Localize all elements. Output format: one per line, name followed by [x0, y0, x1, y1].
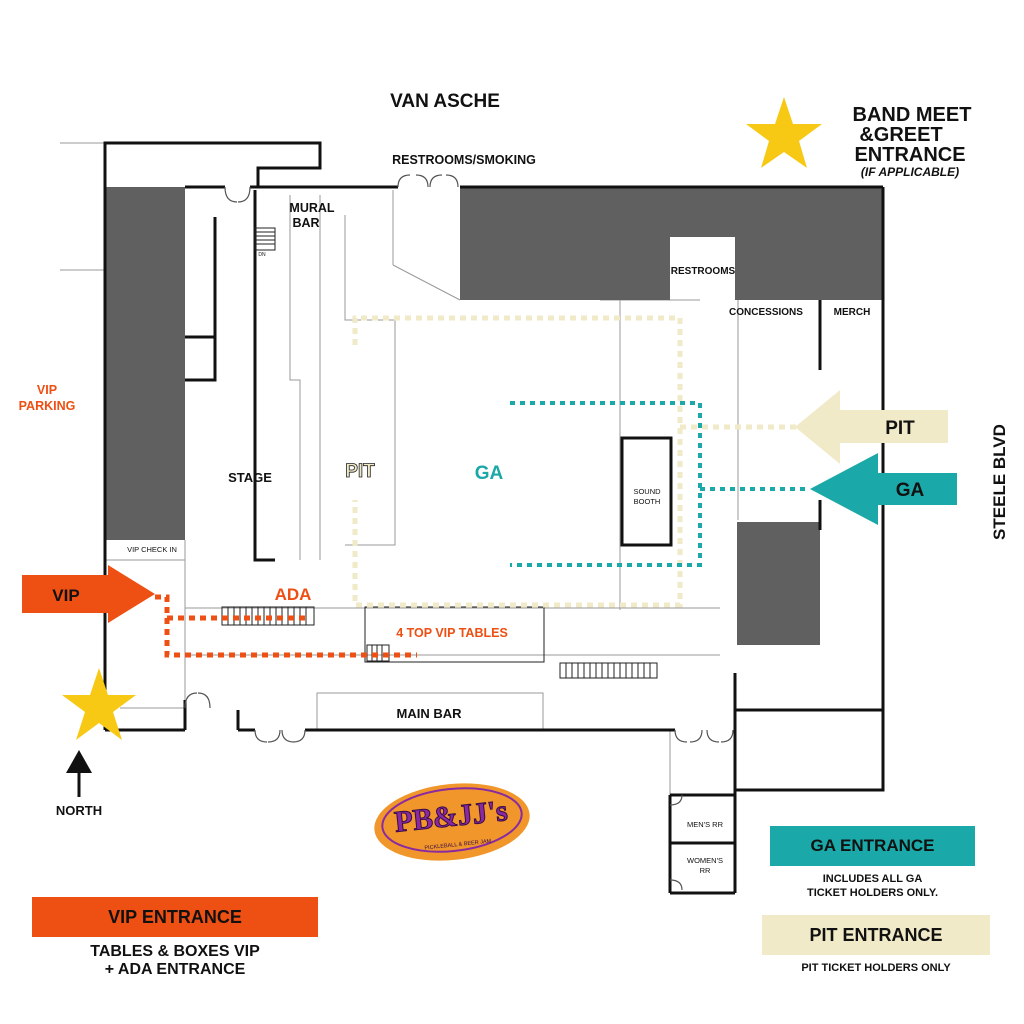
ga-area-label: GA	[475, 463, 504, 484]
pit-entrance-legend-box: PIT ENTRANCE	[762, 915, 990, 955]
doors	[184, 174, 734, 891]
ga-entrance-desc-1: INCLUDES ALL GA	[822, 873, 923, 885]
walls	[103, 141, 885, 895]
restrooms-smoking-label: RESTROOMS/SMOKING	[392, 153, 536, 167]
vip-route	[155, 594, 417, 658]
entrance-arrows	[22, 390, 957, 623]
stage-label: STAGE	[228, 470, 272, 485]
restrooms-label: RESTROOMS	[671, 266, 736, 277]
mural-bar-label-2: BAR	[292, 216, 319, 230]
vip-entrance-desc-2: + ADA ENTRANCE	[104, 961, 246, 978]
band-meet-line-1: BAND MEET	[853, 104, 972, 126]
entrance-star-icon	[62, 668, 136, 740]
ga-entrance-desc-2: TICKET HOLDERS ONLY.	[807, 887, 938, 899]
band-meet-line-3: ENTRANCE	[854, 144, 965, 166]
street-north: VAN ASCHE	[390, 91, 500, 112]
concessions-label: CONCESSIONS	[729, 307, 803, 318]
womens-rr-label-1: WOMEN'S	[687, 856, 723, 865]
mural-bar-label-1: MURAL	[289, 201, 334, 215]
ga-arrow-label: GA	[896, 480, 925, 501]
pit-arrow-icon	[795, 390, 948, 464]
logo: PB&JJ's PICKLEBALL & BEER JAM	[374, 783, 530, 861]
north-arrow-icon	[66, 750, 92, 797]
vip-check-in-label: VIP CHECK IN	[127, 545, 177, 554]
vip-parking-label-1: VIP	[37, 383, 57, 397]
band-meet-line-2: &GREET	[859, 124, 942, 146]
pit-area-label: PIT	[345, 461, 375, 482]
vip-arrow-icon	[22, 565, 155, 623]
pit-route	[352, 315, 683, 608]
band-meet-note: (IF APPLICABLE)	[861, 165, 959, 179]
womens-rr-label-2: RR	[700, 866, 711, 875]
ga-route	[510, 401, 702, 567]
pit-entrance-title: PIT ENTRANCE	[809, 924, 943, 945]
sound-booth-label-1: SOUND	[633, 487, 661, 496]
main-bar-label: MAIN BAR	[397, 706, 463, 721]
vip-entrance-legend-box: VIP ENTRANCE	[32, 897, 318, 937]
ga-arrow-icon	[810, 453, 957, 525]
sound-booth-label-2: BOOTH	[634, 497, 661, 506]
star-icon	[746, 97, 822, 168]
pit-entrance-desc: PIT TICKET HOLDERS ONLY	[801, 962, 951, 974]
ga-entrance-legend-box: GA ENTRANCE	[770, 826, 975, 866]
ada-label: ADA	[275, 585, 312, 604]
street-east: STEELE BLVD	[990, 424, 1009, 540]
vip-parking-label-2: PARKING	[19, 399, 76, 413]
ga-entrance-title: GA ENTRANCE	[810, 836, 935, 855]
vip-entrance-desc-1: TABLES & BOXES VIP	[90, 943, 260, 960]
vip-entrance-title: VIP ENTRANCE	[108, 906, 242, 927]
north-label: NORTH	[56, 803, 102, 818]
dn-label: DN	[258, 252, 266, 258]
entry-routes	[155, 315, 810, 658]
merch-label: MERCH	[834, 307, 871, 318]
vip-arrow-label: VIP	[52, 586, 79, 605]
mens-rr-label: MEN'S RR	[687, 820, 724, 829]
building-blocks	[105, 187, 883, 645]
pit-arrow-label: PIT	[885, 418, 915, 439]
vip-tables-label: 4 TOP VIP TABLES	[396, 626, 508, 640]
